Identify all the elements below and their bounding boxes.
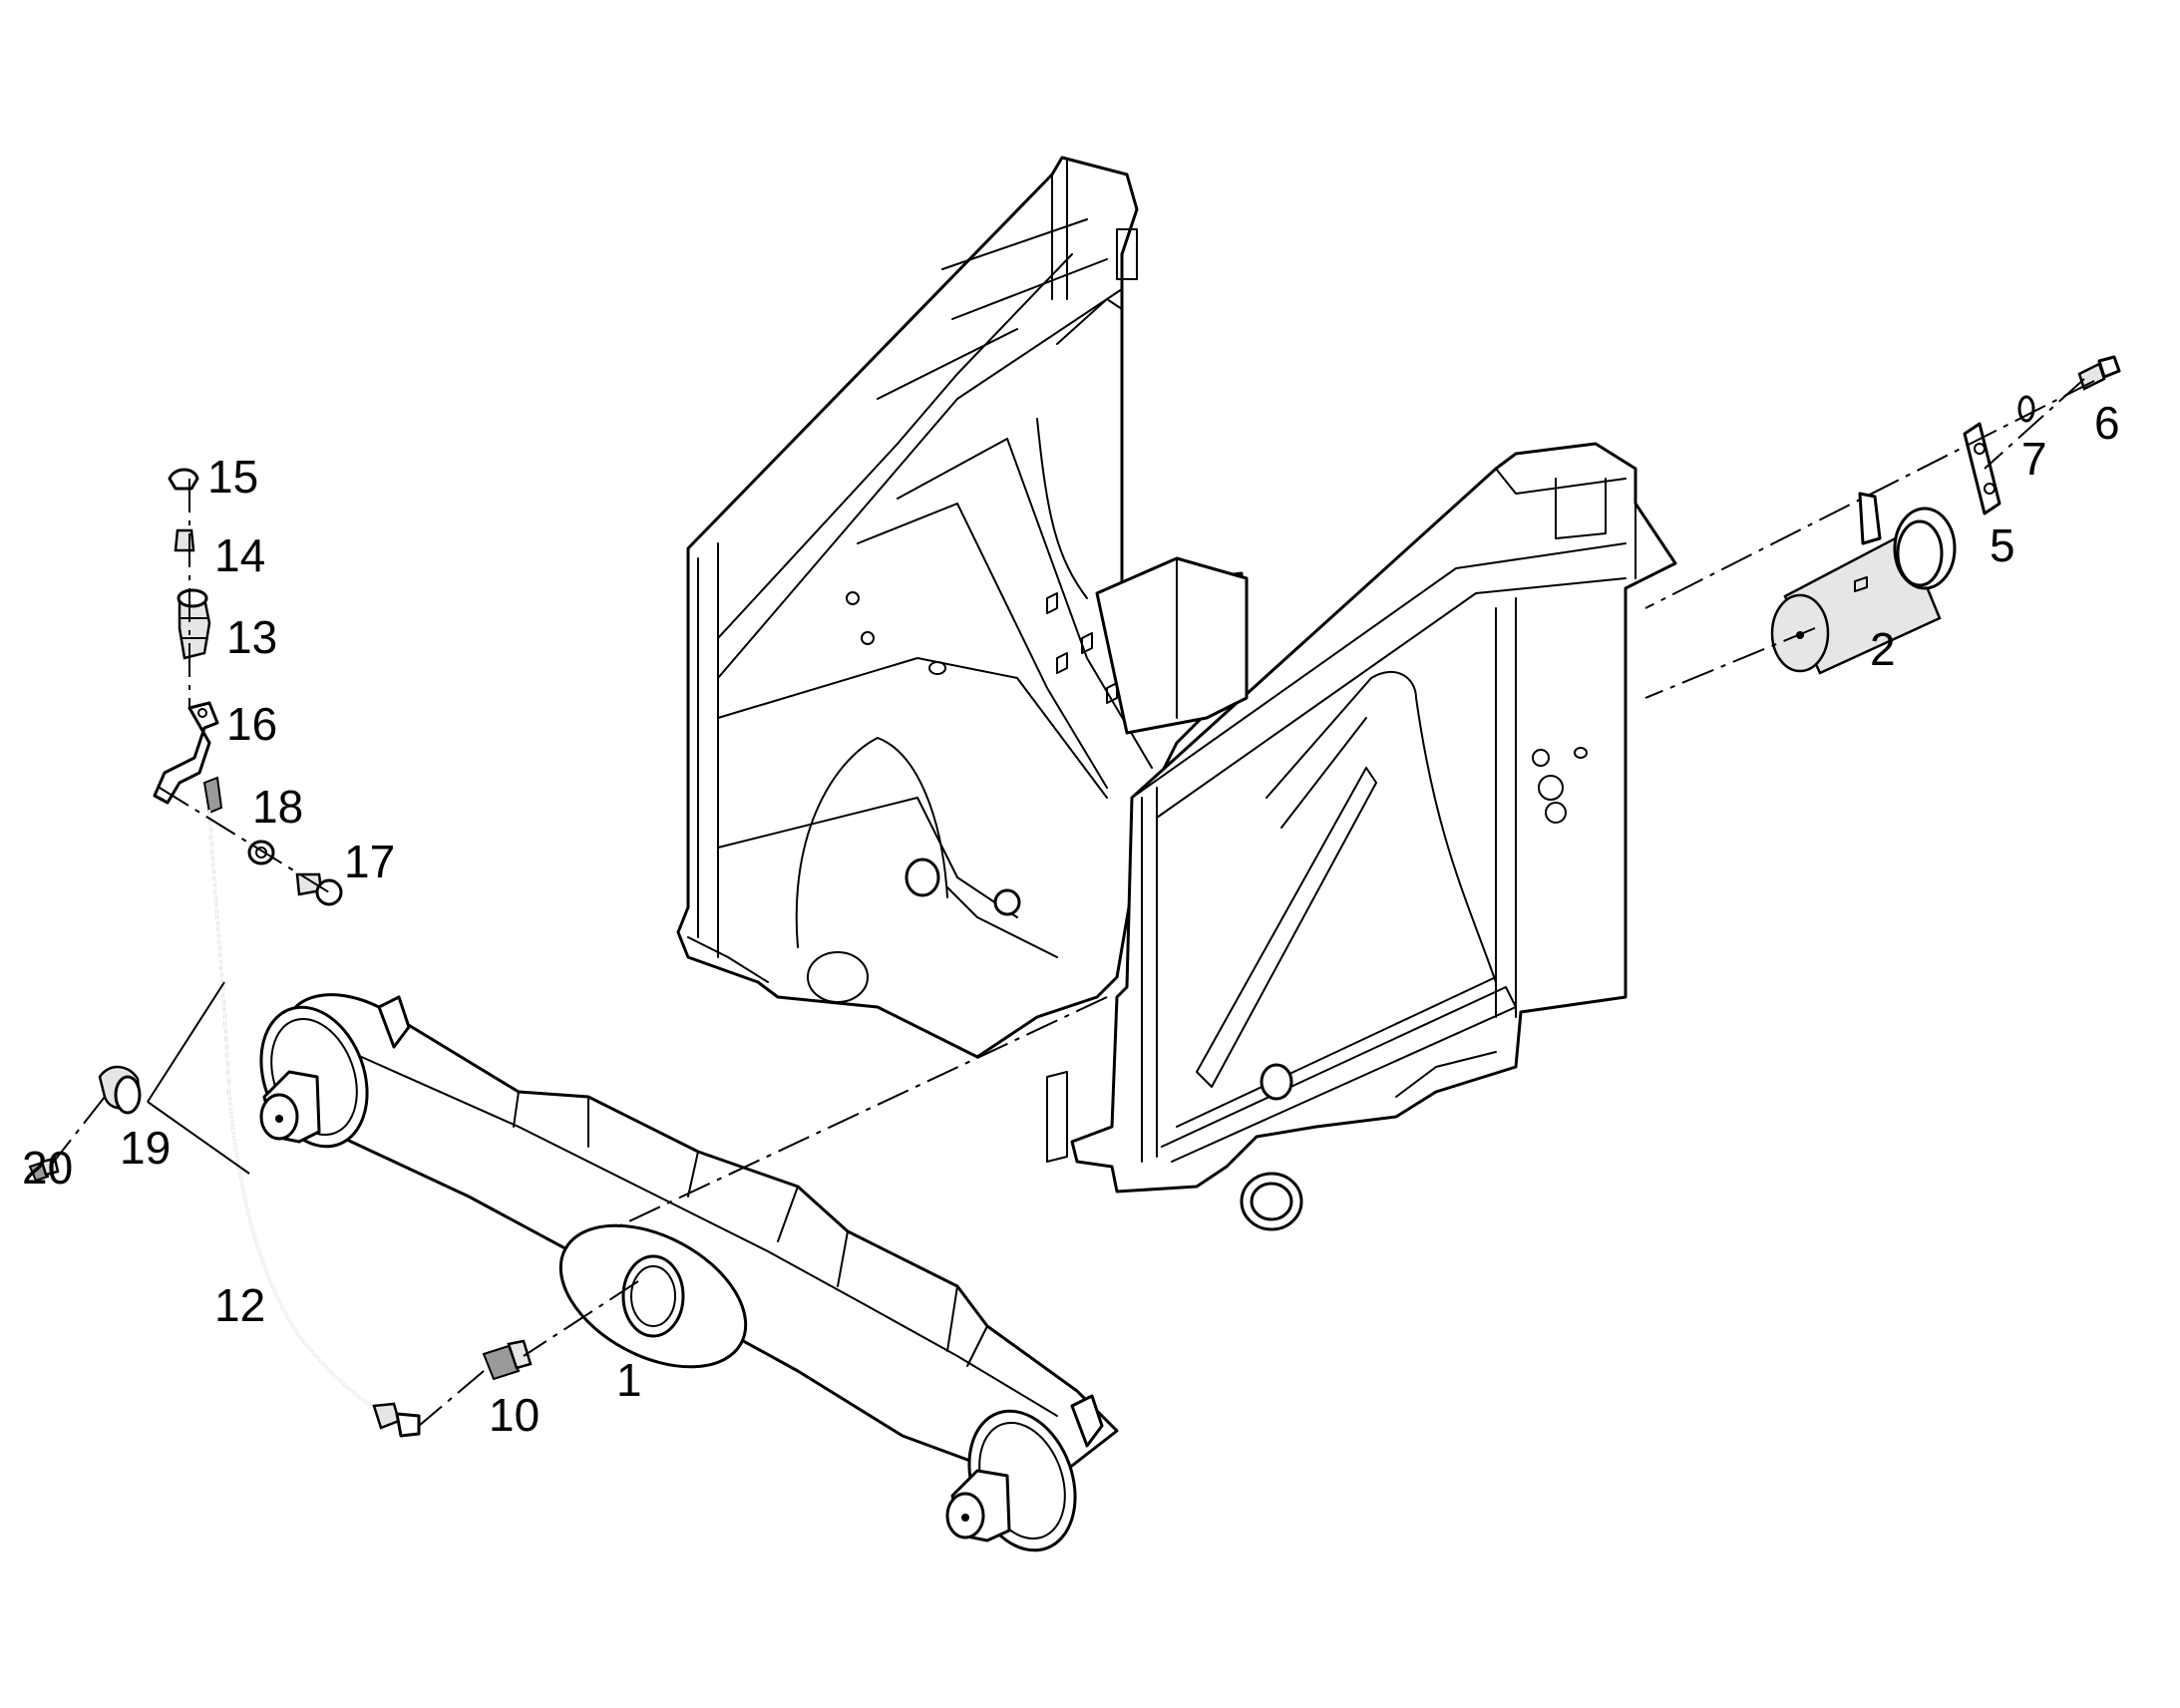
fitting: [482, 1339, 533, 1381]
callout-6: 6: [2094, 397, 2120, 449]
callout-1: 1: [616, 1354, 642, 1406]
washer-bolt: [2017, 355, 2121, 423]
callout-15: 15: [207, 451, 258, 503]
callout-16: 16: [226, 698, 277, 750]
callout-12: 12: [214, 1279, 265, 1331]
callout-19: 19: [120, 1122, 171, 1174]
callout-7: 7: [2021, 433, 2047, 485]
lock-plate: [1963, 422, 2001, 515]
callout-labels: 1 2 5 6 7 10 12 13 14 15 16 17 18 19 20: [22, 397, 2120, 1441]
callout-14: 14: [214, 529, 265, 581]
callout-leaders: [147, 981, 250, 1175]
lube-hose: [208, 809, 421, 1438]
callout-2: 2: [1870, 623, 1896, 675]
callout-10: 10: [489, 1389, 540, 1441]
assembly-centerlines: [49, 378, 2095, 1427]
callout-18: 18: [252, 781, 303, 833]
chassis-frame: [676, 156, 1677, 1231]
pivot-pin: [1770, 492, 1957, 675]
lube-fittings: [153, 468, 343, 906]
callout-5: 5: [1990, 519, 2015, 571]
callout-17: 17: [344, 836, 395, 887]
callout-13: 13: [226, 611, 277, 663]
axle-beam: [259, 993, 1119, 1552]
callout-20: 20: [22, 1142, 73, 1194]
clamp-screw: [28, 1065, 142, 1183]
